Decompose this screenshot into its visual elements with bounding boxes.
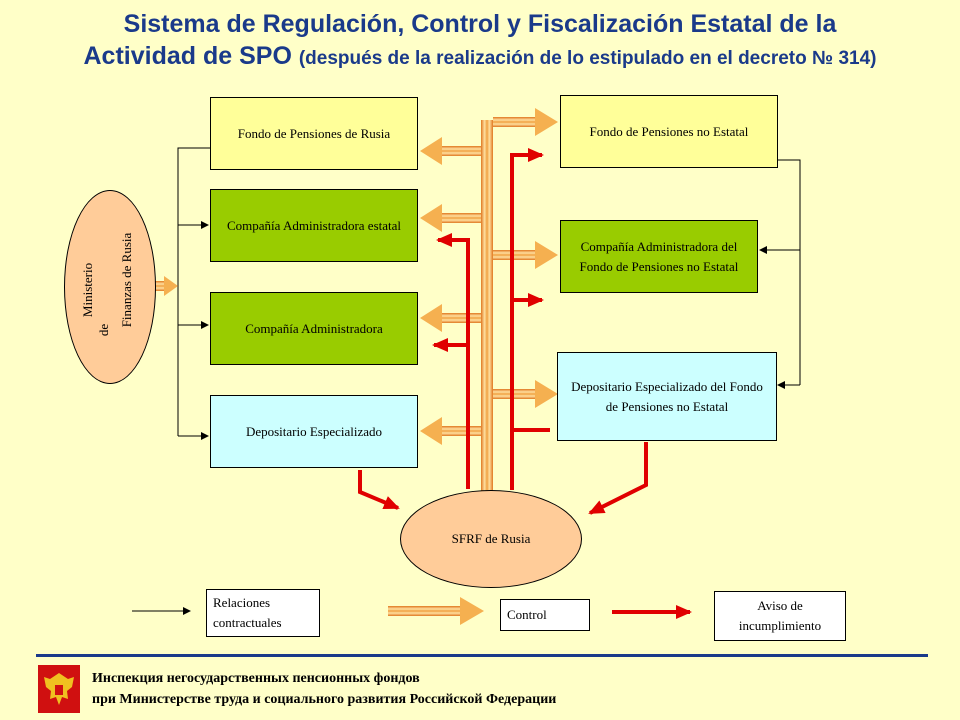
title-line1: Sistema de Regulación, Control y Fiscali…	[123, 10, 837, 38]
title-line2-main: Actividad de SPO	[83, 42, 292, 70]
contractual-lines-left	[177, 147, 210, 440]
page-title: Sistema de Regulación, Control y Fiscali…	[0, 8, 960, 75]
legend-aviso: Aviso de incumplimiento	[714, 591, 846, 641]
box-compania-administradora: Compañía Administradora	[210, 292, 418, 365]
ministerio-label-line3: Finanzas de Rusia	[119, 232, 134, 328]
box-depositario-especializado: Depositario Especializado	[210, 395, 418, 468]
russian-coat-of-arms-icon	[38, 665, 80, 713]
title-line2-sub: (después de la realización de lo estipul…	[298, 48, 877, 69]
control-arrows	[150, 108, 558, 498]
ministerio-label-line2: de	[96, 323, 111, 337]
oval-ministerio-finanzas	[64, 190, 156, 384]
legend-control: Control	[500, 599, 590, 631]
title-line2: Actividad de SPO (después de la realizac…	[0, 40, 960, 75]
box-fondo-pensiones-no-estatal: Fondo de Pensiones no Estatal	[560, 95, 778, 168]
legend-arrows	[132, 597, 692, 625]
footer-text: Инспекция негосударственных пенсионных ф…	[92, 668, 556, 710]
footer-line1: Инспекция негосударственных пенсионных ф…	[92, 671, 420, 686]
contractual-lines-right	[759, 159, 801, 389]
box-fondo-pensiones-rusia: Fondo de Pensiones de Rusia	[210, 97, 418, 170]
box-compania-administradora-estatal: Compañía Administradora estatal	[210, 189, 418, 262]
ministerio-label-line1: Ministerio	[80, 262, 95, 318]
footer-line2: при Министерстве труда и социального раз…	[92, 692, 557, 707]
box-compania-administradora-no-estatal: Compañía Administradora del Fondo de Pen…	[560, 220, 758, 293]
oval-sfrf-rusia: SFRF de Rusia	[400, 490, 582, 588]
legend-contractual: Relaciones contractuales	[206, 589, 320, 637]
box-depositario-no-estatal: Depositario Especializado del Fondo de P…	[557, 352, 777, 441]
footer-divider	[36, 654, 928, 657]
violation-arrows	[358, 148, 648, 515]
